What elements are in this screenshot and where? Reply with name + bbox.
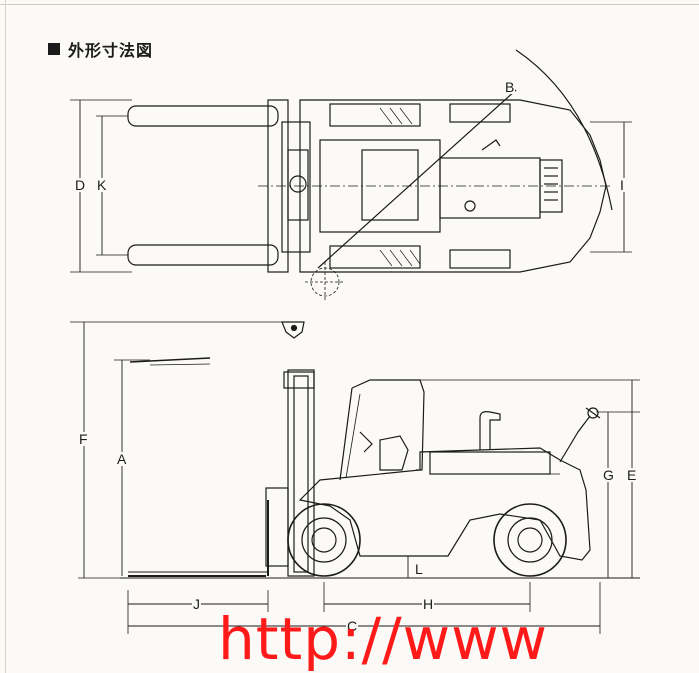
top-fork-upper: [127, 105, 279, 127]
rear-light-pole: [559, 415, 591, 463]
label-h: H: [422, 596, 435, 612]
top-front-tire-left: [329, 103, 421, 127]
label-l: L: [414, 561, 424, 577]
top-lever: [481, 139, 501, 151]
turning-radius-arc: [515, 49, 613, 211]
front-wheel: [287, 503, 361, 577]
label-a: A: [116, 451, 128, 467]
top-grille: [539, 159, 563, 213]
mast-head: [283, 371, 315, 389]
rear-wheel: [493, 503, 567, 577]
steering-wheel-side: [359, 431, 373, 453]
turning-radius-line: [317, 89, 517, 269]
label-j: J: [192, 596, 201, 612]
overhead-guard: [351, 379, 425, 471]
frame-top-line: [0, 4, 699, 5]
top-seat: [361, 149, 419, 221]
top-mast-inner: [287, 149, 309, 221]
top-rear-tire-left: [449, 103, 511, 123]
label-k: K: [96, 177, 108, 193]
label-f: F: [78, 431, 89, 447]
watermark-url: http://www: [218, 605, 548, 673]
label-d: D: [74, 177, 87, 193]
top-body-outline: [299, 99, 607, 273]
label-g: G: [602, 467, 615, 483]
label-b: B: [504, 79, 516, 95]
operator-seat: [379, 435, 409, 471]
mast-top-bracket: [281, 321, 305, 339]
drawing-title-text: 外形寸法図: [68, 43, 154, 60]
side-mast-inner: [293, 375, 309, 573]
top-view: [70, 49, 632, 302]
label-c: C: [346, 618, 359, 634]
side-view: [70, 321, 640, 634]
raised-fork-line: [129, 357, 211, 363]
side-mast: [287, 369, 315, 577]
drawing-title: 外形寸法図: [48, 37, 153, 61]
top-mast: [281, 121, 311, 253]
label-i: I: [619, 177, 625, 193]
top-front-tire-right: [329, 245, 421, 269]
side-carriage: [265, 487, 289, 567]
top-fork-lower: [127, 244, 279, 266]
top-steering-wheel: [464, 200, 476, 212]
label-e: E: [626, 467, 638, 483]
truck-body: [298, 447, 591, 561]
title-square-icon: [48, 43, 60, 55]
exhaust-pipe: [479, 411, 501, 450]
engine-hood-side: [429, 451, 551, 475]
top-mast-cylinder: [289, 175, 307, 193]
top-rear-tire-right: [449, 249, 511, 269]
frame-left-line: [5, 0, 6, 673]
top-engine-hood: [439, 157, 541, 219]
rear-beacon: [587, 407, 599, 419]
